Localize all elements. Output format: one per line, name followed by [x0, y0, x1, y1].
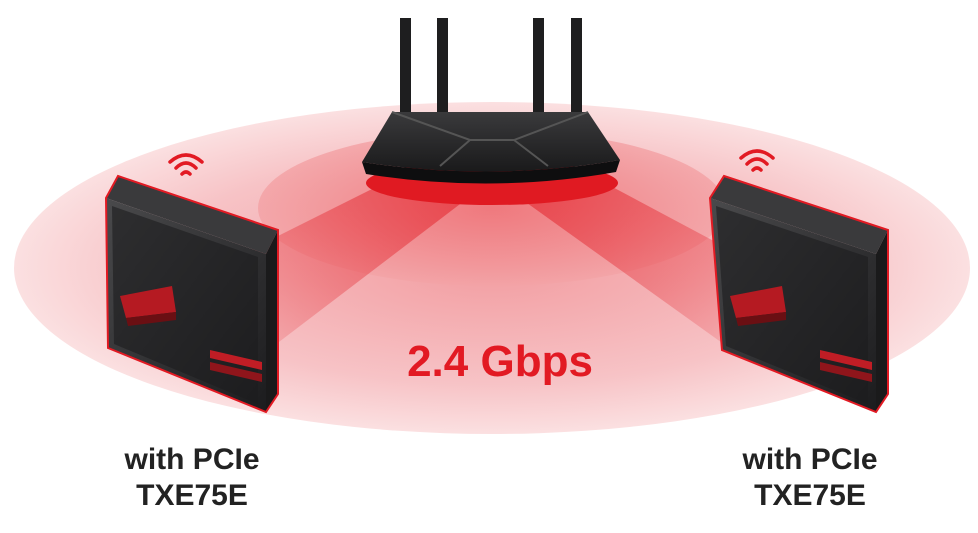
device-label-right: with PCIe TXE75E: [680, 442, 940, 514]
wifi-icon: [739, 149, 775, 172]
speed-label: 2.4 Gbps: [407, 337, 593, 386]
signal-beam-left: [250, 175, 468, 345]
signal-beam-right: [520, 175, 740, 345]
device-label-line2: TXE75E: [136, 479, 248, 512]
device-label-line2: TXE75E: [754, 479, 866, 512]
device-label-line1: with PCIe: [742, 443, 878, 476]
wifi-icon: [168, 153, 204, 176]
device-label-line1: with PCIe: [124, 443, 260, 476]
pc-case-icon: [104, 174, 279, 414]
router-icon: [362, 18, 620, 205]
pc-case-icon: [708, 174, 889, 414]
device-label-left: with PCIe TXE75E: [62, 442, 322, 514]
